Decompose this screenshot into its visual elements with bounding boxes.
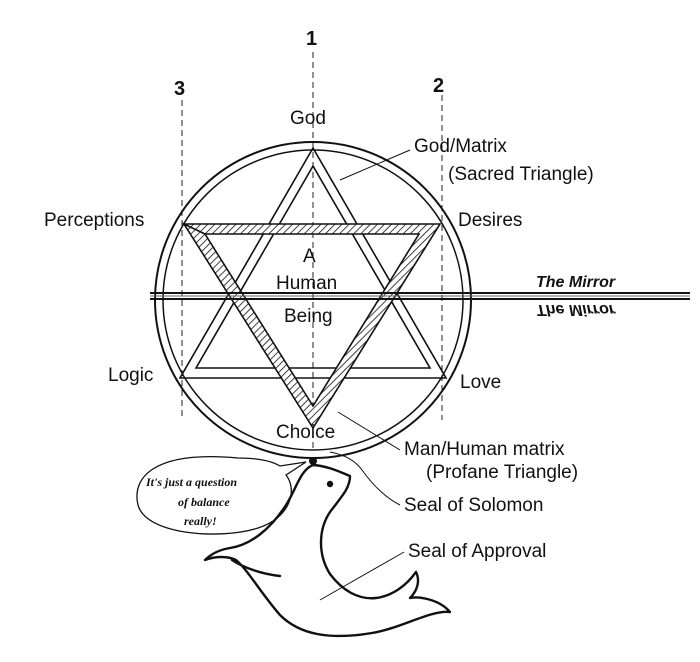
label-logic: Logic <box>108 365 153 386</box>
pointer-profane-triangle <box>337 411 401 451</box>
bubble-line-3: really! <box>184 514 217 528</box>
axis-number-2: 2 <box>433 75 444 97</box>
pointer-seal-of-approval <box>319 551 405 601</box>
label-love: Love <box>460 372 501 393</box>
label-center-a: A <box>303 246 316 267</box>
speech-bubble: It's just a question of balance really! <box>136 456 307 535</box>
label-profane-triangle: (Profane Triangle) <box>426 462 578 483</box>
label-desires: Desires <box>458 210 522 231</box>
balance-ball-icon <box>309 457 317 465</box>
label-seal-of-solomon: Seal of Solomon <box>404 495 543 516</box>
axis-number-1: 1 <box>306 28 317 50</box>
label-seal-of-approval: Seal of Approval <box>408 541 546 562</box>
label-god-matrix: God/Matrix <box>414 136 507 157</box>
label-god: God <box>290 108 326 129</box>
label-center-human: Human <box>276 273 337 294</box>
bubble-line-2: of balance <box>178 495 230 509</box>
label-sacred-triangle: (Sacred Triangle) <box>448 164 594 185</box>
label-choice: Choice <box>276 422 335 443</box>
label-man-human-matrix: Man/Human matrix <box>404 439 565 460</box>
label-perceptions: Perceptions <box>44 210 144 231</box>
cartoon-seal-icon <box>203 463 452 638</box>
axis-number-3: 3 <box>174 78 185 100</box>
mirror-label: The Mirror <box>536 274 616 291</box>
label-center-being: Being <box>284 306 333 327</box>
mirror-line <box>150 292 690 300</box>
bubble-line-1: It's just a question <box>145 475 237 489</box>
pointer-seal-of-solomon <box>329 451 401 506</box>
mirror-reflection: The Mirror <box>536 301 616 318</box>
pointer-god-matrix <box>339 149 411 181</box>
sacred-triangle <box>178 146 448 379</box>
